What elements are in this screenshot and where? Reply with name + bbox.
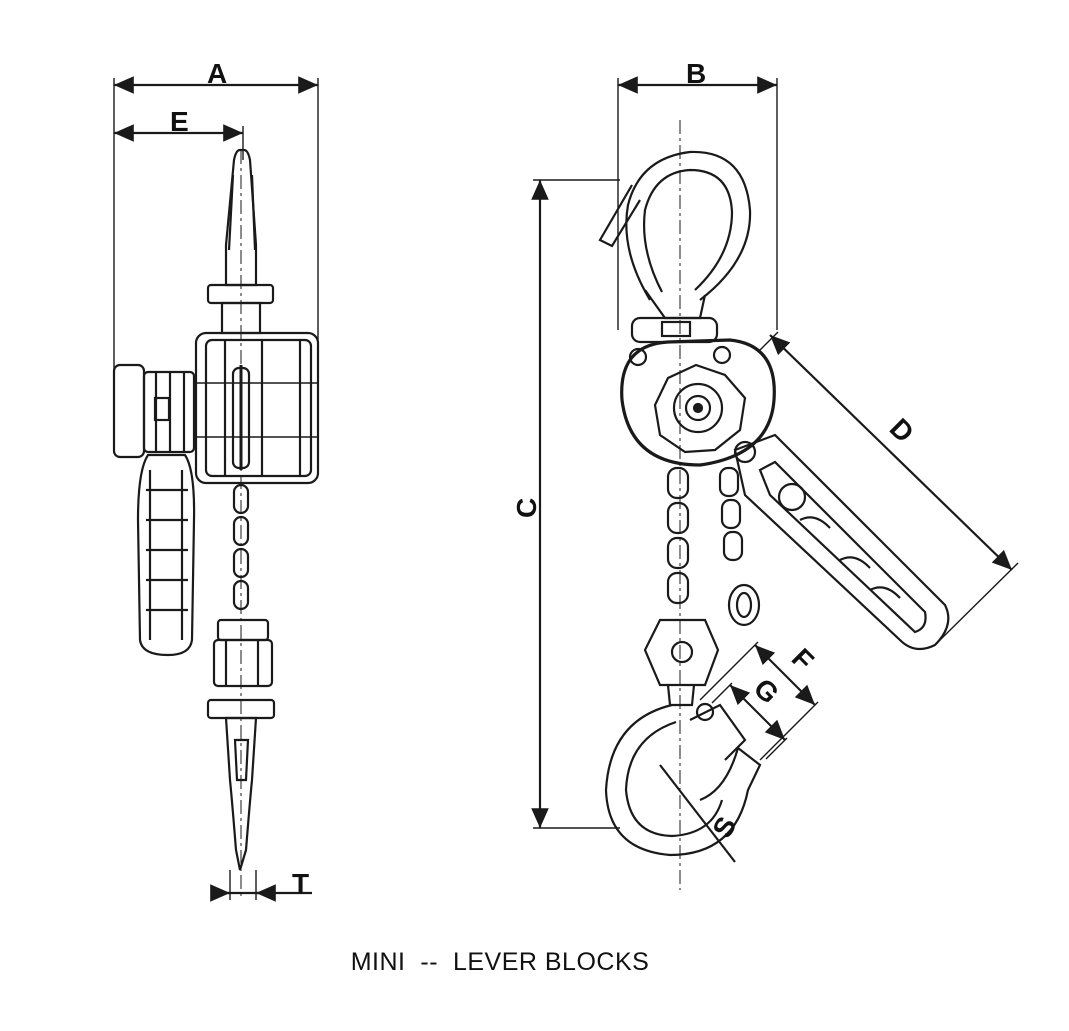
dim-g-line [729, 684, 786, 741]
lever-handle-front [733, 433, 950, 651]
top-hook-front [598, 150, 752, 320]
lever-handle-side [136, 453, 196, 657]
side-view [112, 76, 320, 902]
dim-s-line [659, 764, 736, 863]
load-chain-front [666, 466, 761, 627]
diagram-caption: MINI -- LEVER BLOCKS [0, 948, 1000, 977]
caption-subtitle: LEVER BLOCKS [452, 948, 650, 976]
top-hook-side [206, 148, 275, 900]
caption-title: MINI [350, 948, 406, 976]
caption-separator: -- [420, 948, 439, 976]
dim-f-label: F [786, 642, 820, 676]
dim-t-label: T [292, 868, 309, 899]
dim-f-line [754, 644, 816, 706]
bottom-hook-front [604, 618, 762, 857]
bottom-hook-side [206, 618, 276, 871]
dim-a-label: A [207, 58, 227, 89]
dim-c-label: C [511, 498, 542, 518]
main-body-side [112, 331, 320, 485]
dim-d-label: D [884, 412, 920, 448]
dim-g-label: G [748, 672, 785, 709]
dim-b-label: B [686, 58, 706, 89]
dim-s-label: S [706, 811, 742, 843]
dim-e-label: E [170, 106, 189, 137]
load-chain-side [231, 365, 251, 611]
front-view [531, 76, 1019, 890]
dim-d-line [769, 334, 1013, 571]
